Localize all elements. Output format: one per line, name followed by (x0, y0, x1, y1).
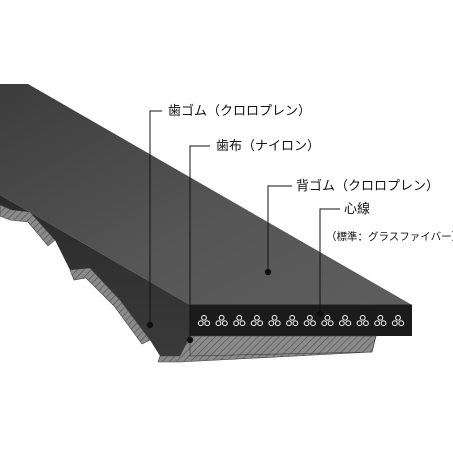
label-tooth-fabric: 歯布（ナイロン） (216, 139, 320, 154)
cord-strand (306, 314, 313, 321)
leader-core-wire (319, 208, 340, 314)
label-core-wire-standard: （標準：グラスファイバー） (326, 230, 453, 243)
cord-strand (286, 320, 292, 327)
label-core-wire: 心線 (344, 201, 370, 217)
cord-strand (377, 314, 384, 321)
cord-bundle (321, 314, 334, 327)
cord-strand (374, 320, 381, 327)
cord-strand (236, 314, 243, 321)
leader-lines (149, 110, 340, 340)
cord-strand (359, 314, 366, 321)
core-wire-cords (197, 314, 405, 327)
tooth-fabric-front (189, 335, 377, 357)
cord-bundle (197, 314, 211, 327)
cord-strand (239, 320, 246, 327)
cord-strand (327, 320, 334, 327)
cord-strand (289, 314, 296, 321)
cord-strand (342, 314, 349, 321)
leader-tooth-rubber (149, 110, 162, 325)
cord-bundle (338, 314, 352, 327)
cord-strand (398, 320, 405, 327)
label-back-rubber: 背ゴム（クロロプレン） (296, 178, 439, 194)
cord-strand (292, 320, 299, 327)
cord-bundle (215, 314, 228, 327)
leader-back-rubber (267, 185, 292, 272)
cord-strand (321, 320, 328, 327)
cord-strand (303, 320, 310, 327)
cord-strand (197, 320, 204, 327)
leader-dot-tooth-rubber (146, 321, 154, 329)
tooth-fabric-strip-2 (69, 267, 151, 345)
cord-strand (380, 320, 387, 327)
belt-tooth-body (0, 195, 190, 356)
cord-bundle (356, 314, 369, 327)
cord-bundle (391, 314, 405, 327)
cord-strand (204, 320, 211, 327)
cord-strand (253, 314, 260, 321)
cord-strand (310, 320, 316, 327)
cord-strand (356, 320, 363, 327)
leader-dot-core-wire (316, 310, 324, 318)
label-tooth-rubber: 歯ゴム（クロロプレン） (168, 103, 311, 119)
cord-layer-front (190, 305, 412, 336)
cord-strand (201, 314, 207, 321)
cord-bundle (250, 314, 264, 327)
cord-bundle (374, 314, 387, 327)
cord-strand (345, 320, 352, 327)
cord-strand (324, 314, 331, 321)
cord-strand (268, 320, 275, 327)
leader-tooth-fabric (189, 145, 210, 340)
cord-strand (257, 320, 264, 327)
leader-dot-tooth-fabric (186, 336, 194, 344)
cord-strand (215, 320, 222, 327)
leader-dot-back-rubber (264, 268, 272, 276)
cord-bundle (233, 314, 246, 327)
cord-strand (395, 314, 401, 321)
cord-strand (218, 314, 225, 321)
cord-strand (271, 314, 278, 321)
tooth-fabric-strip-1 (0, 204, 56, 247)
cord-bundle (268, 314, 281, 327)
cord-strand (274, 320, 281, 327)
cord-strand (391, 320, 398, 327)
cord-strand (250, 320, 257, 327)
belt-top-surface (0, 84, 412, 305)
cord-strand (338, 320, 345, 327)
cord-strand (221, 320, 228, 327)
cord-strand (233, 320, 240, 327)
cord-bundle (303, 314, 316, 327)
cord-bundle (286, 314, 299, 327)
cord-strand (362, 320, 369, 327)
